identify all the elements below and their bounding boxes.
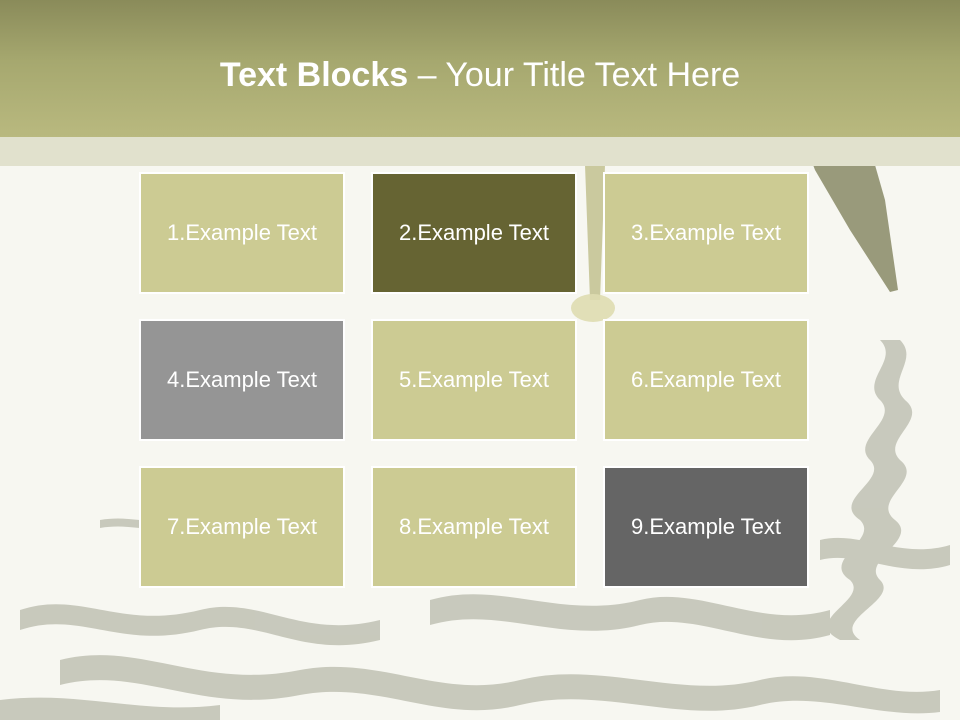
text-block-4: 4.Example Text	[139, 319, 345, 441]
text-block-5: 5.Example Text	[371, 319, 577, 441]
text-block-label: 2.Example Text	[398, 220, 549, 245]
text-block-label: 8.Example Text	[398, 514, 549, 539]
text-block-label: 1.Example Text	[166, 220, 317, 245]
title-rest: Your Title Text Here	[445, 56, 741, 94]
text-block-label: 4.Example Text	[166, 367, 317, 392]
drip-stream	[570, 140, 630, 300]
drip-drop	[571, 294, 615, 322]
text-block-9: 9.Example Text	[603, 466, 809, 588]
text-block-label: 7.Example Text	[166, 514, 317, 539]
text-block-label: 9.Example Text	[630, 514, 781, 539]
text-block-3: 3.Example Text	[603, 172, 809, 294]
title-separator: –	[408, 56, 446, 94]
title-bold: Text Blocks	[219, 56, 409, 94]
text-block-6: 6.Example Text	[603, 319, 809, 441]
text-block-2: 2.Example Text	[371, 172, 577, 294]
title-bar-strip	[0, 137, 960, 166]
text-block-label: 5.Example Text	[398, 367, 549, 392]
text-block-label: 3.Example Text	[630, 220, 781, 245]
text-block-label: 6.Example Text	[630, 367, 781, 392]
text-block-1: 1.Example Text	[139, 172, 345, 294]
text-block-8: 8.Example Text	[371, 466, 577, 588]
ripples	[0, 340, 950, 720]
blade-shape	[800, 130, 898, 292]
slide-title: Text Blocks – Your Title Text Here	[0, 52, 960, 98]
text-block-7: 7.Example Text	[139, 466, 345, 588]
title-bar	[0, 0, 960, 137]
